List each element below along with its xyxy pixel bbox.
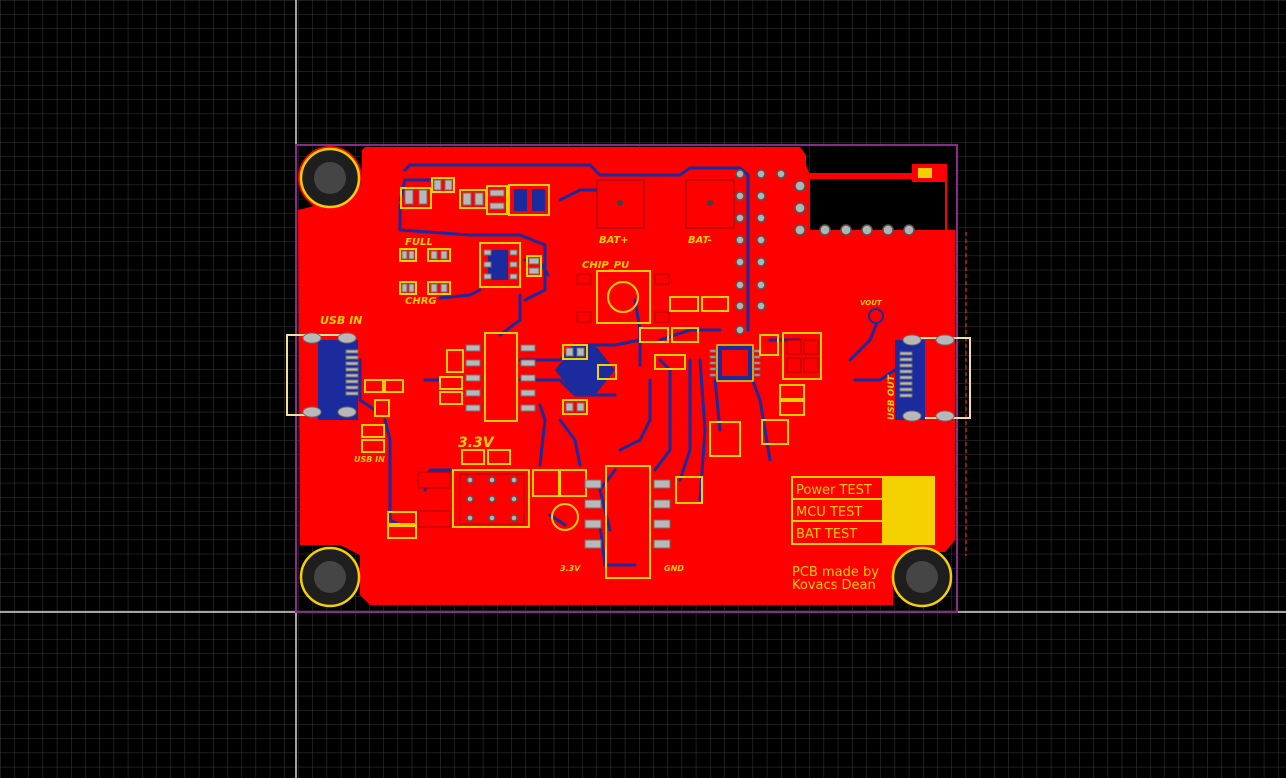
label-3v3-big: 3.3V <box>458 435 495 451</box>
test-row-mcu-label: MCU TEST <box>796 505 862 520</box>
soic-ic-bottom <box>584 465 671 579</box>
mcu-passives <box>639 296 822 504</box>
label-bat-plus: BAT+ <box>599 235 629 246</box>
label-vout: VOUT <box>860 299 883 307</box>
label-3v3-small: 3.3V <box>560 564 581 573</box>
led-chrg <box>399 281 451 295</box>
test-checkbox-bat[interactable] <box>884 522 933 543</box>
credit-line-2: Kovacs Dean <box>792 578 876 593</box>
bat-minus-pad[interactable] <box>685 179 735 229</box>
header-pin-vias <box>735 169 786 335</box>
credit-line-1: PCB made by <box>792 565 879 580</box>
test-checkbox-mcu[interactable] <box>884 500 933 520</box>
label-usb-out: USB OUT <box>887 374 897 420</box>
test-row-bat-label: BAT TEST <box>796 527 857 542</box>
soic-ic-left <box>465 332 536 422</box>
module-antenna-trace <box>790 164 947 230</box>
vout-testpoint[interactable] <box>868 308 884 324</box>
label-usb-in-top: USB IN <box>320 314 362 327</box>
mounting-hole-bottom-left <box>299 546 361 608</box>
label-chip-pu: CHIP_PU <box>582 260 629 271</box>
test-table: Power TEST MCU TEST BAT TEST <box>791 476 935 545</box>
test-checkbox-power[interactable] <box>884 478 933 498</box>
mounting-hole-bottom-right <box>891 546 953 608</box>
label-usb-in-bottom: USB IN <box>354 455 385 464</box>
regulator-3v3 <box>387 449 587 539</box>
label-chrg: CHRG <box>405 296 437 307</box>
mounting-hole-top-left <box>299 147 361 209</box>
charge-circuit-components <box>400 177 550 216</box>
passives-left-cluster <box>361 349 464 453</box>
test-row-power-label: Power TEST <box>796 483 872 498</box>
module-keepout <box>810 147 955 230</box>
label-gnd: GND <box>664 564 684 573</box>
charger-ic <box>479 242 542 288</box>
usb-out-connector[interactable] <box>895 334 971 422</box>
mcu-chip[interactable] <box>709 344 761 382</box>
chip-pu-button[interactable] <box>576 270 670 324</box>
label-bat-minus: BAT- <box>688 235 712 246</box>
board-outline <box>295 144 958 613</box>
quad-ic-middle <box>555 344 617 415</box>
bat-plus-pad[interactable] <box>596 179 645 229</box>
label-full: FULL <box>405 237 433 248</box>
led-full <box>399 248 451 262</box>
usb-in-connector[interactable] <box>286 332 359 420</box>
module-header-vias <box>794 180 915 236</box>
